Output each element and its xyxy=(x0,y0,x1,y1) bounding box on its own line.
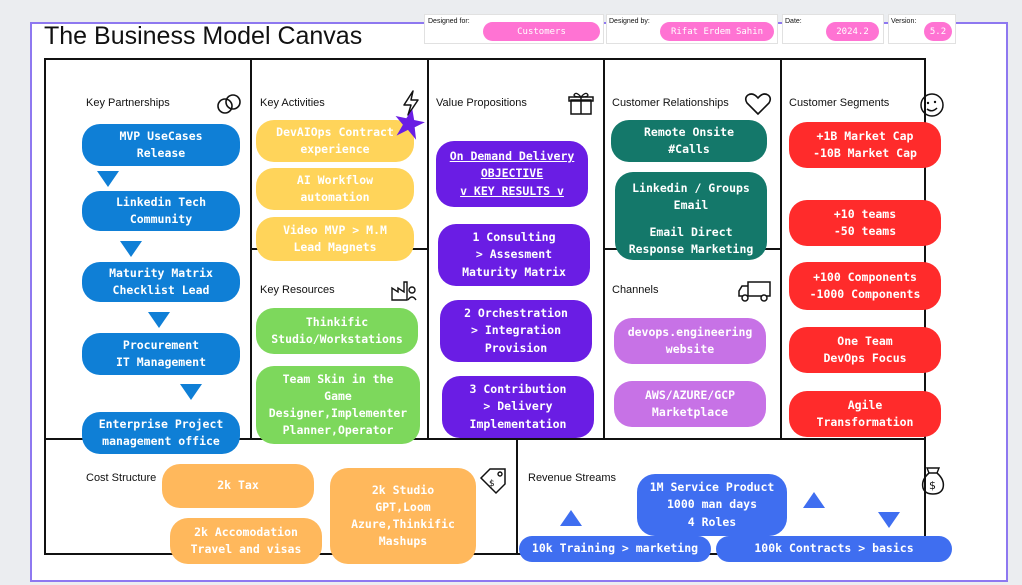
section-key-partnerships: Key Partnerships xyxy=(86,97,170,109)
revenue-note-main[interactable]: 1M Service Product 1000 man days 4 Roles xyxy=(637,474,787,536)
section-customer-segments: Customer Segments xyxy=(789,97,890,109)
svg-text:$: $ xyxy=(489,479,495,489)
activity-note[interactable]: AI Workflow automation xyxy=(256,168,414,210)
designed-for-value[interactable]: Customers xyxy=(483,22,600,41)
channel-note[interactable]: AWS/AZURE/GCP Marketplace xyxy=(614,381,766,427)
relationship-note[interactable]: Remote Onsite #Calls xyxy=(611,120,767,162)
revenue-note[interactable]: 100k Contracts > basics xyxy=(716,536,952,562)
truck-icon xyxy=(738,278,772,308)
heart-icon xyxy=(744,92,772,120)
date-value[interactable]: 2024.2 xyxy=(826,22,879,41)
flow-arrow xyxy=(120,241,142,257)
partnership-note[interactable]: Linkedin Tech Community xyxy=(82,191,240,231)
page-title: The Business Model Canvas xyxy=(44,22,363,50)
grid-line xyxy=(780,60,782,438)
section-key-resources: Key Resources xyxy=(260,284,335,296)
partnership-note[interactable]: Maturity Matrix Checklist Lead xyxy=(82,262,240,302)
factory-icon xyxy=(390,278,418,306)
value-note[interactable]: 1 Consulting > Assesment Maturity Matrix xyxy=(438,224,590,286)
gift-icon xyxy=(568,90,594,120)
flow-arrow-down xyxy=(878,512,900,528)
partnership-note[interactable]: Enterprise Project management office xyxy=(82,412,240,454)
svg-text:$: $ xyxy=(929,479,936,492)
flow-arrow-up xyxy=(803,492,825,508)
version-value[interactable]: 5.2 xyxy=(924,22,952,41)
cost-note[interactable]: 2k Accomodation Travel and visas xyxy=(170,518,322,564)
resource-note[interactable]: Team Skin in the Game Designer,Implement… xyxy=(256,366,420,444)
date-label: Date: xyxy=(785,18,802,25)
segment-note[interactable]: +100 Components -1000 Components xyxy=(789,262,941,310)
lightning-icon xyxy=(402,90,420,120)
partnership-note[interactable]: Procurement IT Management xyxy=(82,333,240,375)
designed-by-label: Designed by: xyxy=(609,18,650,25)
version-label: Version: xyxy=(891,18,917,25)
resource-note[interactable]: Thinkific Studio/Workstations xyxy=(256,308,418,354)
designed-for-label: Designed for: xyxy=(428,18,470,25)
section-revenue-streams: Revenue Streams xyxy=(528,472,617,484)
cost-note[interactable]: 2k Tax xyxy=(162,464,314,508)
smiley-icon xyxy=(918,91,946,123)
cost-note[interactable]: 2k Studio GPT,Loom Azure,Thinkific Mashu… xyxy=(330,468,476,564)
segment-note[interactable]: Agile Transformation xyxy=(789,391,941,437)
section-channels: Channels xyxy=(612,284,659,296)
value-note[interactable]: 2 Orchestration > Integration Provision xyxy=(440,300,592,362)
section-customer-relationships: Customer Relationships xyxy=(612,97,729,109)
link-icon xyxy=(216,91,242,121)
segment-note[interactable]: +10 teams -50 teams xyxy=(789,200,941,246)
segment-note[interactable]: +1B Market Cap -10B Market Cap xyxy=(789,122,941,168)
designed-by-value[interactable]: Rifat Erdem Sahin xyxy=(660,22,774,41)
price-tag-icon: $ xyxy=(478,466,508,500)
activity-note[interactable]: Video MVP > M.M Lead Magnets xyxy=(256,217,414,261)
relationship-note[interactable]: Linkedin / Groups Email xyxy=(615,172,767,260)
flow-arrow xyxy=(148,312,170,328)
activity-note[interactable]: DevAIOps Contract experience xyxy=(256,120,414,162)
grid-line xyxy=(516,438,518,553)
relationship-note[interactable]: Email Direct Response Marketing xyxy=(628,224,754,256)
flow-arrow xyxy=(97,171,119,187)
partnership-note[interactable]: MVP UseCases Release xyxy=(82,124,240,166)
money-bag-icon: $ xyxy=(920,466,946,500)
star-icon xyxy=(395,109,425,140)
value-note[interactable]: 3 Contribution > Delivery Implementation xyxy=(442,376,594,438)
grid-line xyxy=(427,60,429,438)
section-cost-structure: Cost Structure xyxy=(86,472,157,484)
channel-note[interactable]: devops.engineering website xyxy=(614,318,766,364)
section-value-propositions: Value Propositions xyxy=(436,97,527,109)
segment-note[interactable]: One Team DevOps Focus xyxy=(789,327,941,373)
flow-arrow-up xyxy=(560,510,582,526)
value-note-objective[interactable]: On Demand Delivery OBJECTIVE v KEY RESUL… xyxy=(436,141,588,207)
section-key-activities: Key Activities xyxy=(260,97,325,109)
revenue-note[interactable]: 10k Training > marketing xyxy=(519,536,711,562)
grid-line xyxy=(46,438,924,440)
flow-arrow xyxy=(180,384,202,400)
